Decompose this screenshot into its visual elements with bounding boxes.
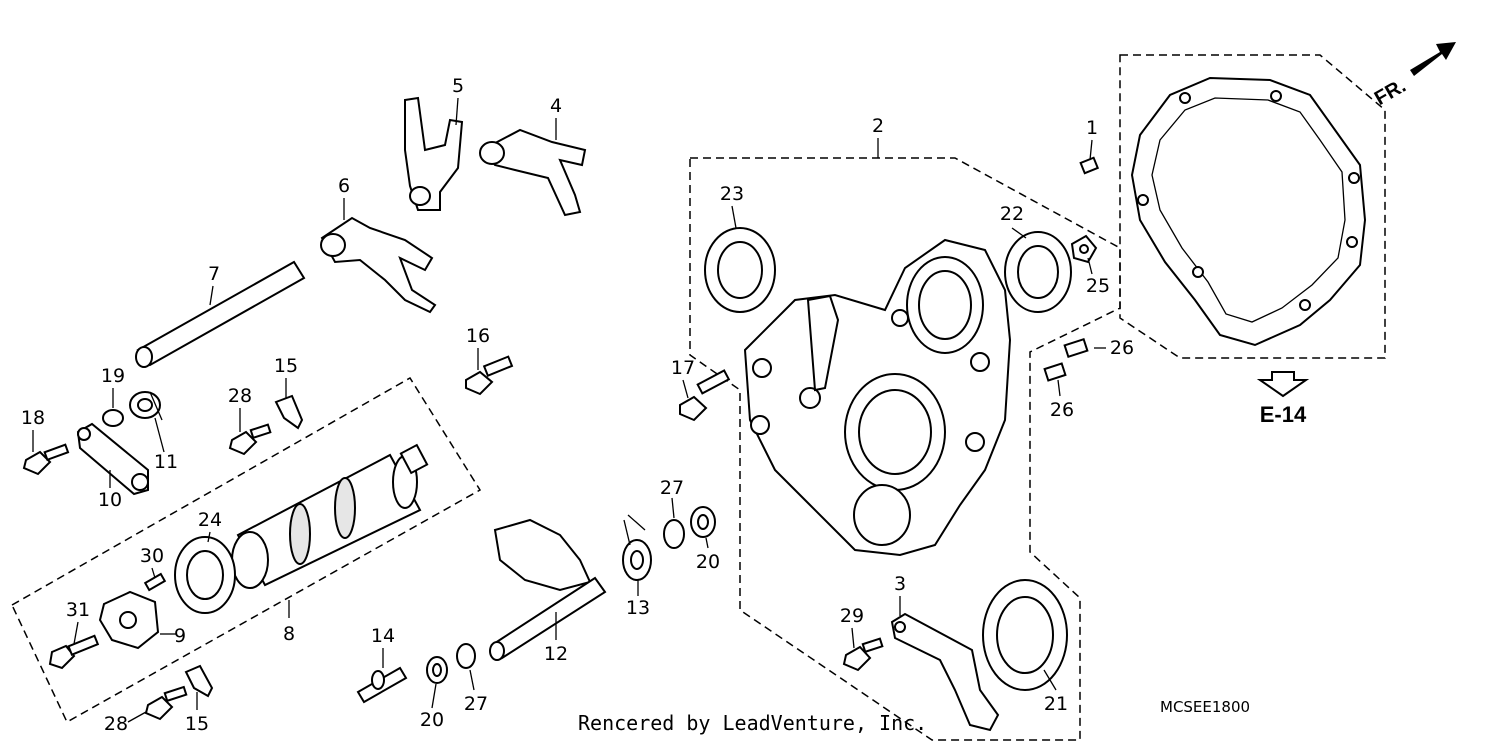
callout-17: 17 — [671, 357, 695, 379]
callout-14: 14 — [371, 625, 395, 647]
gasket-group-outline — [1119, 54, 1386, 359]
callout-28-upper: 28 — [228, 385, 252, 407]
bearing-21 — [982, 579, 1068, 691]
cover-gasket — [1130, 76, 1367, 347]
callout-11: 11 — [154, 451, 178, 473]
washer-20-lower — [426, 656, 448, 684]
callout-19: 19 — [101, 365, 125, 387]
shift-fork-5 — [404, 96, 464, 211]
callout-20-lower: 20 — [420, 709, 444, 731]
bolt-29 — [842, 637, 884, 672]
callout-13: 13 — [626, 597, 650, 619]
washer-19 — [102, 409, 124, 427]
nut-25 — [1070, 234, 1098, 264]
plate-15-upper — [274, 394, 304, 430]
callout-18: 18 — [21, 407, 45, 429]
stopper-arm-10 — [76, 422, 149, 496]
seal-27-upper — [663, 519, 685, 549]
shift-fork-4 — [479, 128, 587, 217]
bolt-16 — [465, 355, 514, 396]
callout-26-lower: 26 — [1050, 399, 1074, 421]
bolt-28-lower — [144, 685, 188, 721]
drum-bearing-24 — [174, 536, 236, 614]
callout-20-upper: 20 — [696, 551, 720, 573]
callout-29: 29 — [840, 605, 864, 627]
callout-26-upper: 26 — [1110, 337, 1134, 359]
callout-27-lower: 27 — [464, 693, 488, 715]
spring-13 — [622, 514, 652, 581]
callout-22: 22 — [1000, 203, 1024, 225]
callout-8: 8 — [283, 623, 295, 645]
washer-20-upper — [690, 506, 716, 538]
callout-3: 3 — [894, 573, 906, 595]
callout-27-upper: 27 — [660, 477, 684, 499]
callout-28-lower: 28 — [104, 713, 128, 735]
bolt-17 — [679, 369, 731, 422]
dowel-26-upper — [1063, 337, 1089, 359]
drum-center-9 — [98, 590, 160, 650]
callout-4: 4 — [550, 95, 562, 117]
bearing-22 — [1004, 231, 1072, 313]
shift-drum — [231, 443, 429, 589]
front-direction-label: FR. — [1371, 75, 1410, 110]
callout-31: 31 — [66, 599, 90, 621]
bearing-23 — [704, 227, 776, 313]
callout-15-lower: 15 — [185, 713, 209, 735]
callout-2: 2 — [872, 115, 884, 137]
plate-15-lower — [184, 664, 214, 698]
callouts: 1 2 3 4 5 6 7 8 9 10 11 12 13 14 15 15 1… — [21, 75, 1134, 735]
shift-fork-shaft — [135, 260, 306, 368]
bolt-28-upper — [228, 423, 272, 456]
callout-21: 21 — [1044, 693, 1068, 715]
plug-1 — [1079, 156, 1100, 175]
pin-14 — [356, 666, 408, 704]
gearbox-cover-2 — [743, 238, 1012, 557]
bracket-3 — [890, 612, 1000, 732]
gear-shift-drum-group-outline — [11, 376, 482, 724]
callout-30: 30 — [140, 545, 164, 567]
catalog-code: MCSEE1800 — [1160, 698, 1250, 716]
bolt-18 — [22, 443, 70, 476]
leader-lines — [32, 97, 1106, 723]
callout-23: 23 — [720, 183, 744, 205]
callout-7: 7 — [208, 263, 220, 285]
callout-1: 1 — [1086, 117, 1098, 139]
callout-10: 10 — [98, 489, 122, 511]
callout-6: 6 — [338, 175, 350, 197]
reference-arrow: E-14 — [1256, 371, 1310, 427]
dowel-26-lower — [1043, 362, 1067, 382]
shift-fork-6 — [320, 216, 437, 314]
callout-5: 5 — [452, 75, 464, 97]
dowel-pin-30 — [143, 572, 167, 592]
credit-text: Rencered by LeadVenture, Inc. — [578, 711, 927, 735]
callout-24: 24 — [198, 509, 222, 531]
callout-12: 12 — [544, 643, 568, 665]
callout-15-upper: 15 — [274, 355, 298, 377]
reference-label: E-14 — [1260, 402, 1307, 427]
bolt-31 — [48, 634, 100, 670]
callout-9: 9 — [174, 625, 186, 647]
seal-27-lower — [456, 643, 476, 669]
spring-11 — [129, 391, 163, 421]
callout-16: 16 — [466, 325, 490, 347]
callout-25: 25 — [1086, 275, 1110, 297]
shift-spindle-12 — [489, 518, 607, 661]
front-direction-arrow: FR. — [1371, 42, 1456, 110]
